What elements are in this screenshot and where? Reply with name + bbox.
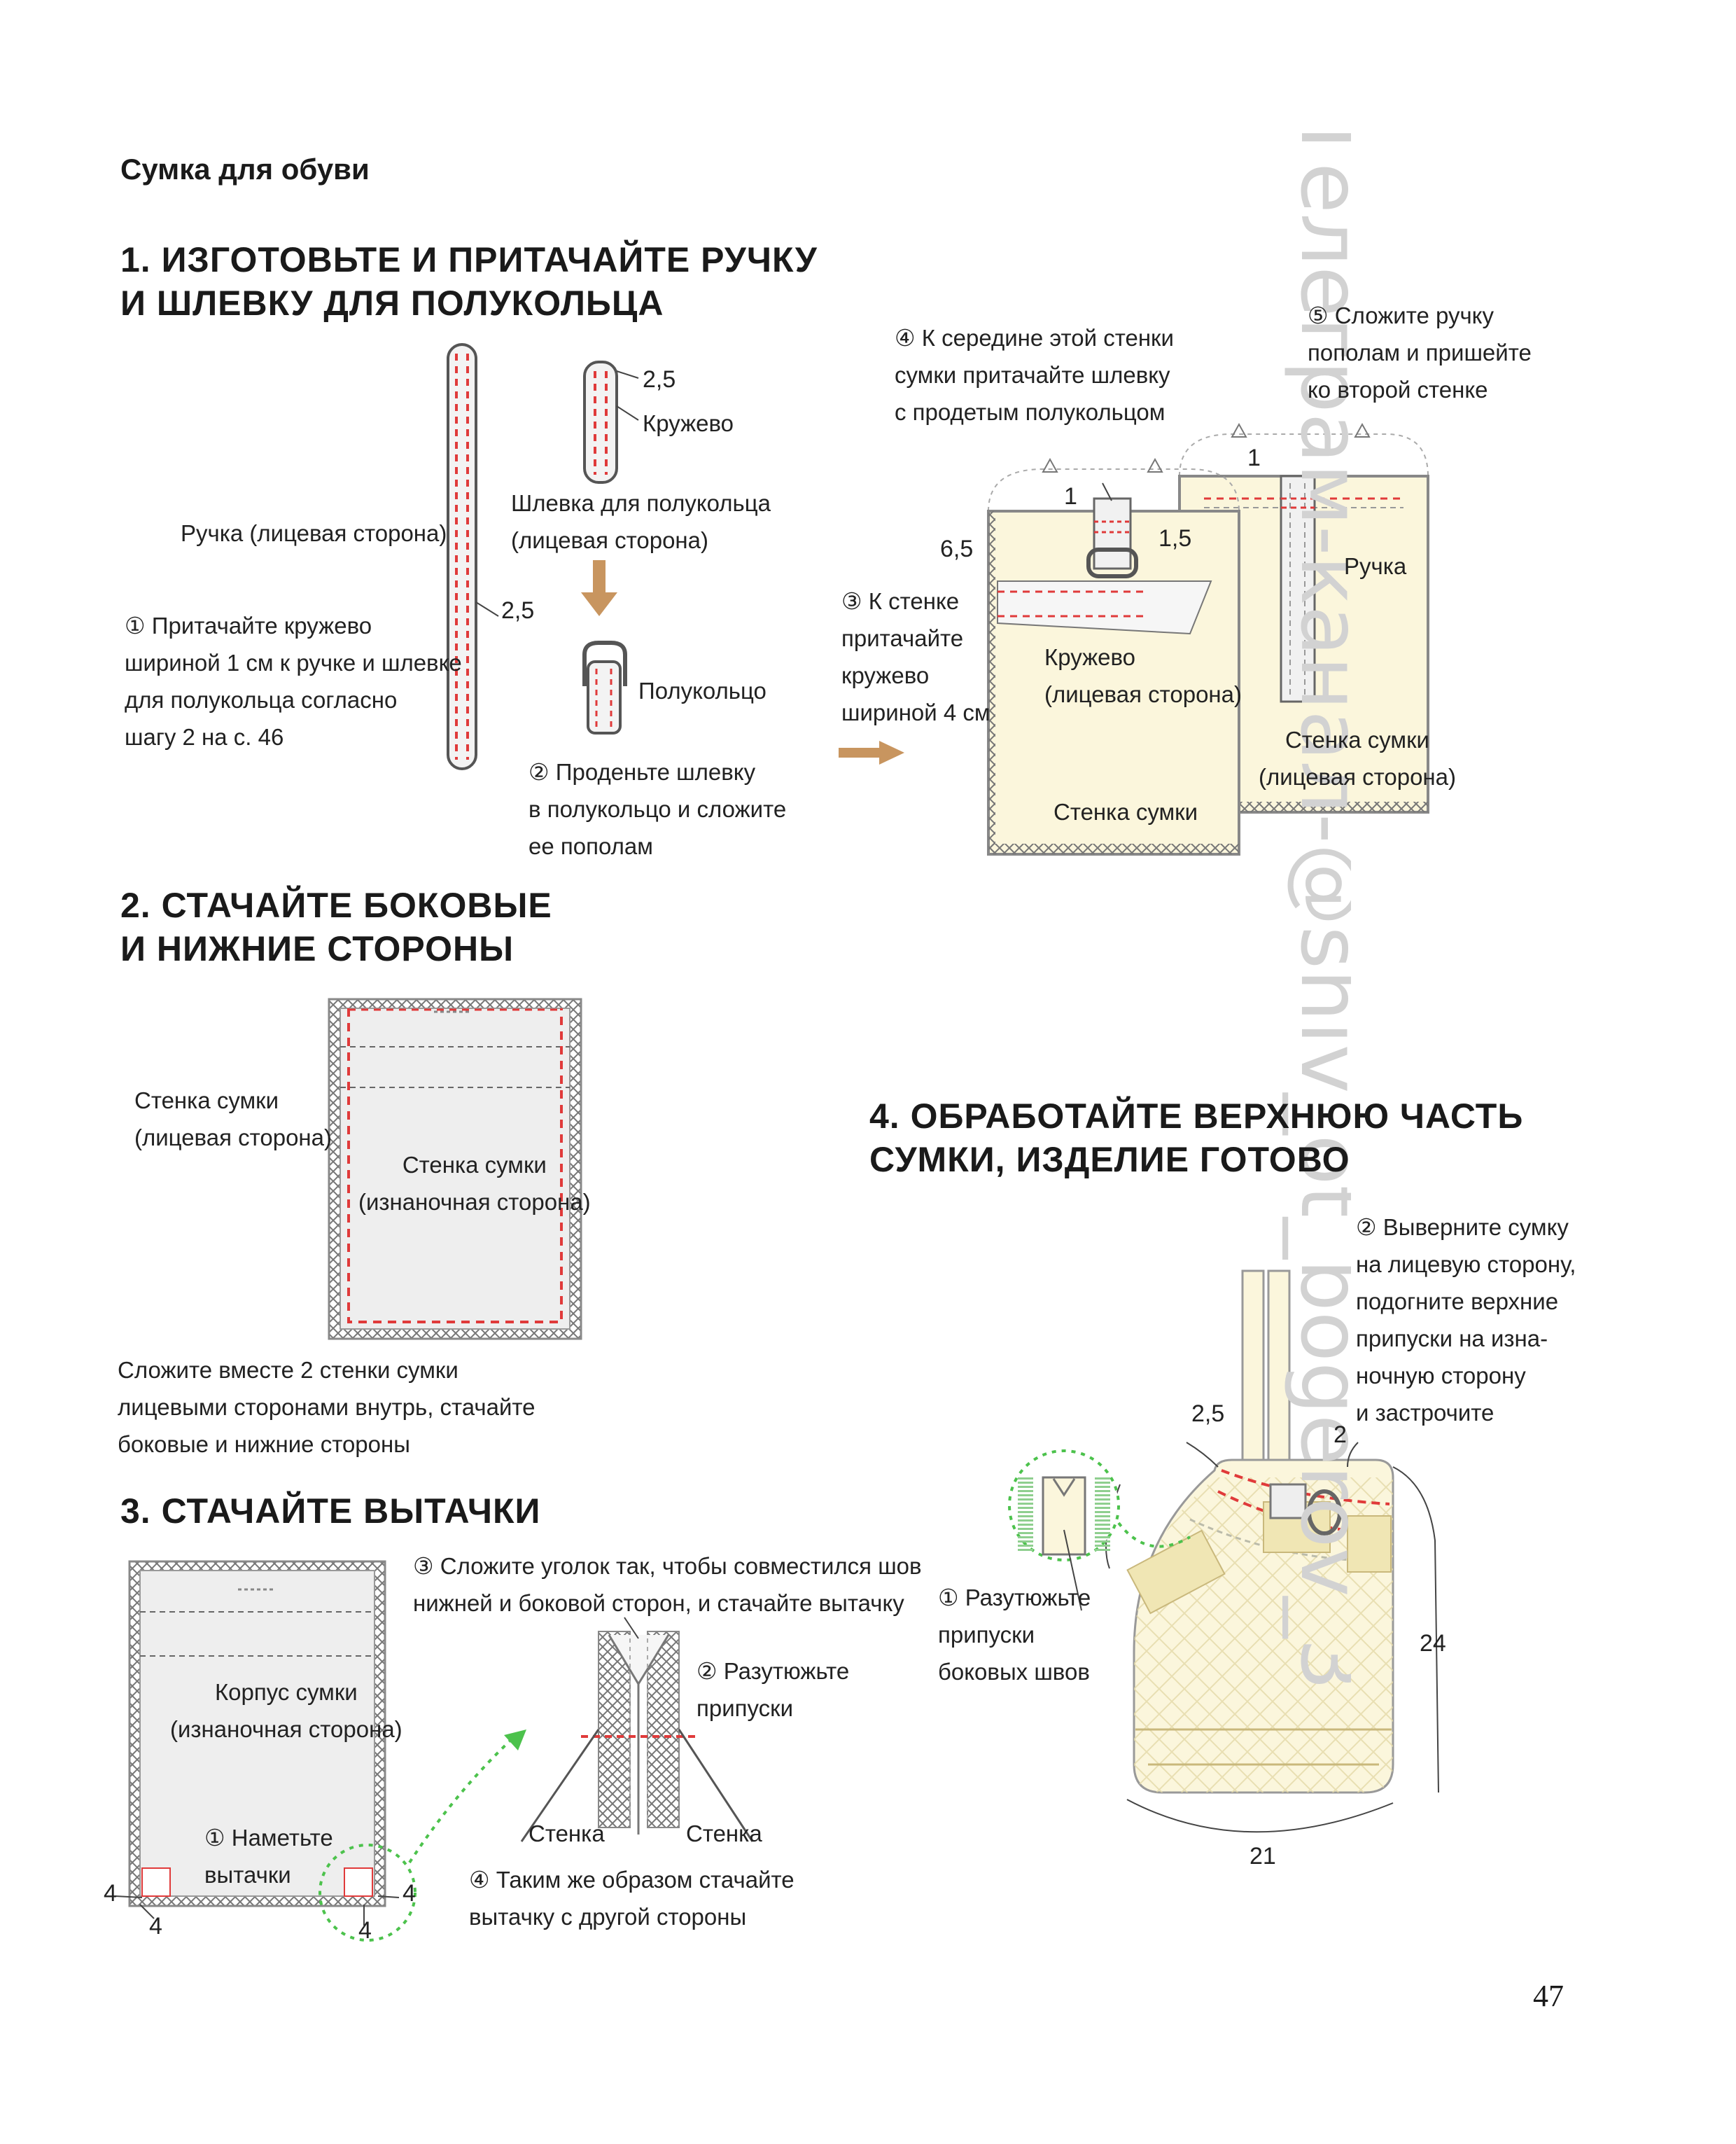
dart-dim-1: 4 [104, 1880, 117, 1907]
dart-dim-3: 4 [402, 1880, 416, 1907]
dim-1-5: 1,5 [1158, 525, 1192, 552]
bag-wall-front [987, 457, 1240, 856]
dart-detail [520, 1617, 754, 1842]
body-label: Корпус сумки (изнаночная сторона) [170, 1679, 402, 1742]
step1-heading: 1. ИЗГОТОВЬТЕ И ПРИТАЧАЙТЕ РУЧКУ И ШЛЕВК… [120, 240, 818, 323]
handle-width-dim: 2,5 [501, 597, 535, 624]
half-ring-icon [582, 641, 627, 735]
dim-24: 24 [1420, 1630, 1446, 1657]
handle-short-label: Ручка [1344, 553, 1407, 579]
bag-body [115, 1560, 400, 1926]
dim-1-b: 1 [1247, 445, 1261, 471]
wall-face-label: Стенка сумки (лицевая сторона) [1259, 727, 1456, 790]
dart-dim-4: 4 [358, 1917, 372, 1944]
half-ring-label: Полукольцо [638, 678, 766, 704]
right-arrow-icon [839, 741, 904, 765]
step4-note-1: ① Разутюжьте припуски боковых швов [938, 1585, 1091, 1685]
dim-21: 21 [1250, 1843, 1276, 1870]
wall-label: Стенка сумки [1054, 799, 1198, 825]
loop-width-dim: 2,5 [643, 366, 676, 393]
dim-1: 1 [1064, 483, 1077, 510]
step4-heading: 4. ОБРАБОТАЙТЕ ВЕРХНЮЮ ЧАСТЬ СУМКИ, ИЗДЕ… [869, 1097, 1524, 1179]
step3-note-1: ① Наметьте вытачки [204, 1825, 333, 1888]
page-title: Сумка для обуви [120, 153, 370, 186]
loop-label: Шлевка для полукольца (лицевая сторона) [511, 490, 771, 553]
step1-note-2: ② Проденьте шлевку в полукольцо и сложит… [528, 759, 787, 859]
step1-note-3: ③ К стенке притачайте кружево шириной 4 … [841, 588, 990, 725]
page-number: 47 [1533, 1979, 1564, 2013]
down-arrow-icon [581, 560, 617, 616]
step1-note-5: ⑤ Сложите ручку пополам и пришейте ко вт… [1308, 302, 1532, 403]
dim-2-5: 2,5 [1191, 1400, 1225, 1427]
step1-note-1: ① Притачайте кружево шириной 1 см к ручк… [125, 613, 462, 750]
dart-wall-right: Стенка [686, 1821, 762, 1846]
loop-strip [583, 361, 639, 484]
dart-wall-left: Стенка [528, 1821, 605, 1846]
step3-note-2: ② Разутюжьте припуски [696, 1658, 850, 1721]
step3-note-3: ③ Сложите уголок так, чтобы совместился … [413, 1553, 922, 1616]
sewn-walls [328, 998, 582, 1340]
step3-heading: 3. СТАЧАЙТЕ ВЫТАЧКИ [120, 1491, 541, 1531]
handle-label: Ручка (лицевая сторона) [181, 520, 447, 546]
step4-note-2: ② Выверните сумку на лицевую сторону, по… [1356, 1214, 1576, 1426]
handle-strip [447, 343, 499, 770]
finished-bag [1105, 1269, 1439, 1833]
seam-zoom-detail [1008, 1449, 1191, 1611]
lace-label: Кружево [643, 410, 734, 436]
zoom-indicator [318, 1729, 526, 1942]
watermark: Телеграм-канал-@shiv_ot_bogerov_3 [1282, 112, 1351, 1691]
step2-wall-back-label: Стенка сумки (изнаночная сторона) [358, 1152, 591, 1215]
step2-heading: 2. СТАЧАЙТЕ БОКОВЫЕ И НИЖНИЕ СТОРОНЫ [120, 886, 552, 968]
lace-face-label: Кружево (лицевая сторона) [1044, 644, 1242, 707]
watermark-text: Телеграм-канал-@shiv_ot_bogerov_3 [1282, 112, 1351, 1691]
step3-note-4: ④ Таким же образом стачайте вытачку с др… [469, 1867, 794, 1930]
dim-2: 2 [1334, 1421, 1347, 1448]
dart-dim-2: 4 [149, 1913, 162, 1940]
step1-note-4: ④ К середине этой стенки сумки притачайт… [895, 325, 1174, 425]
dim-6-5: 6,5 [940, 536, 974, 562]
step2-note: Сложите вместе 2 стенки сумки лицевыми с… [118, 1357, 536, 1457]
step2-wall-face-label: Стенка сумки (лицевая сторона) [134, 1087, 332, 1150]
